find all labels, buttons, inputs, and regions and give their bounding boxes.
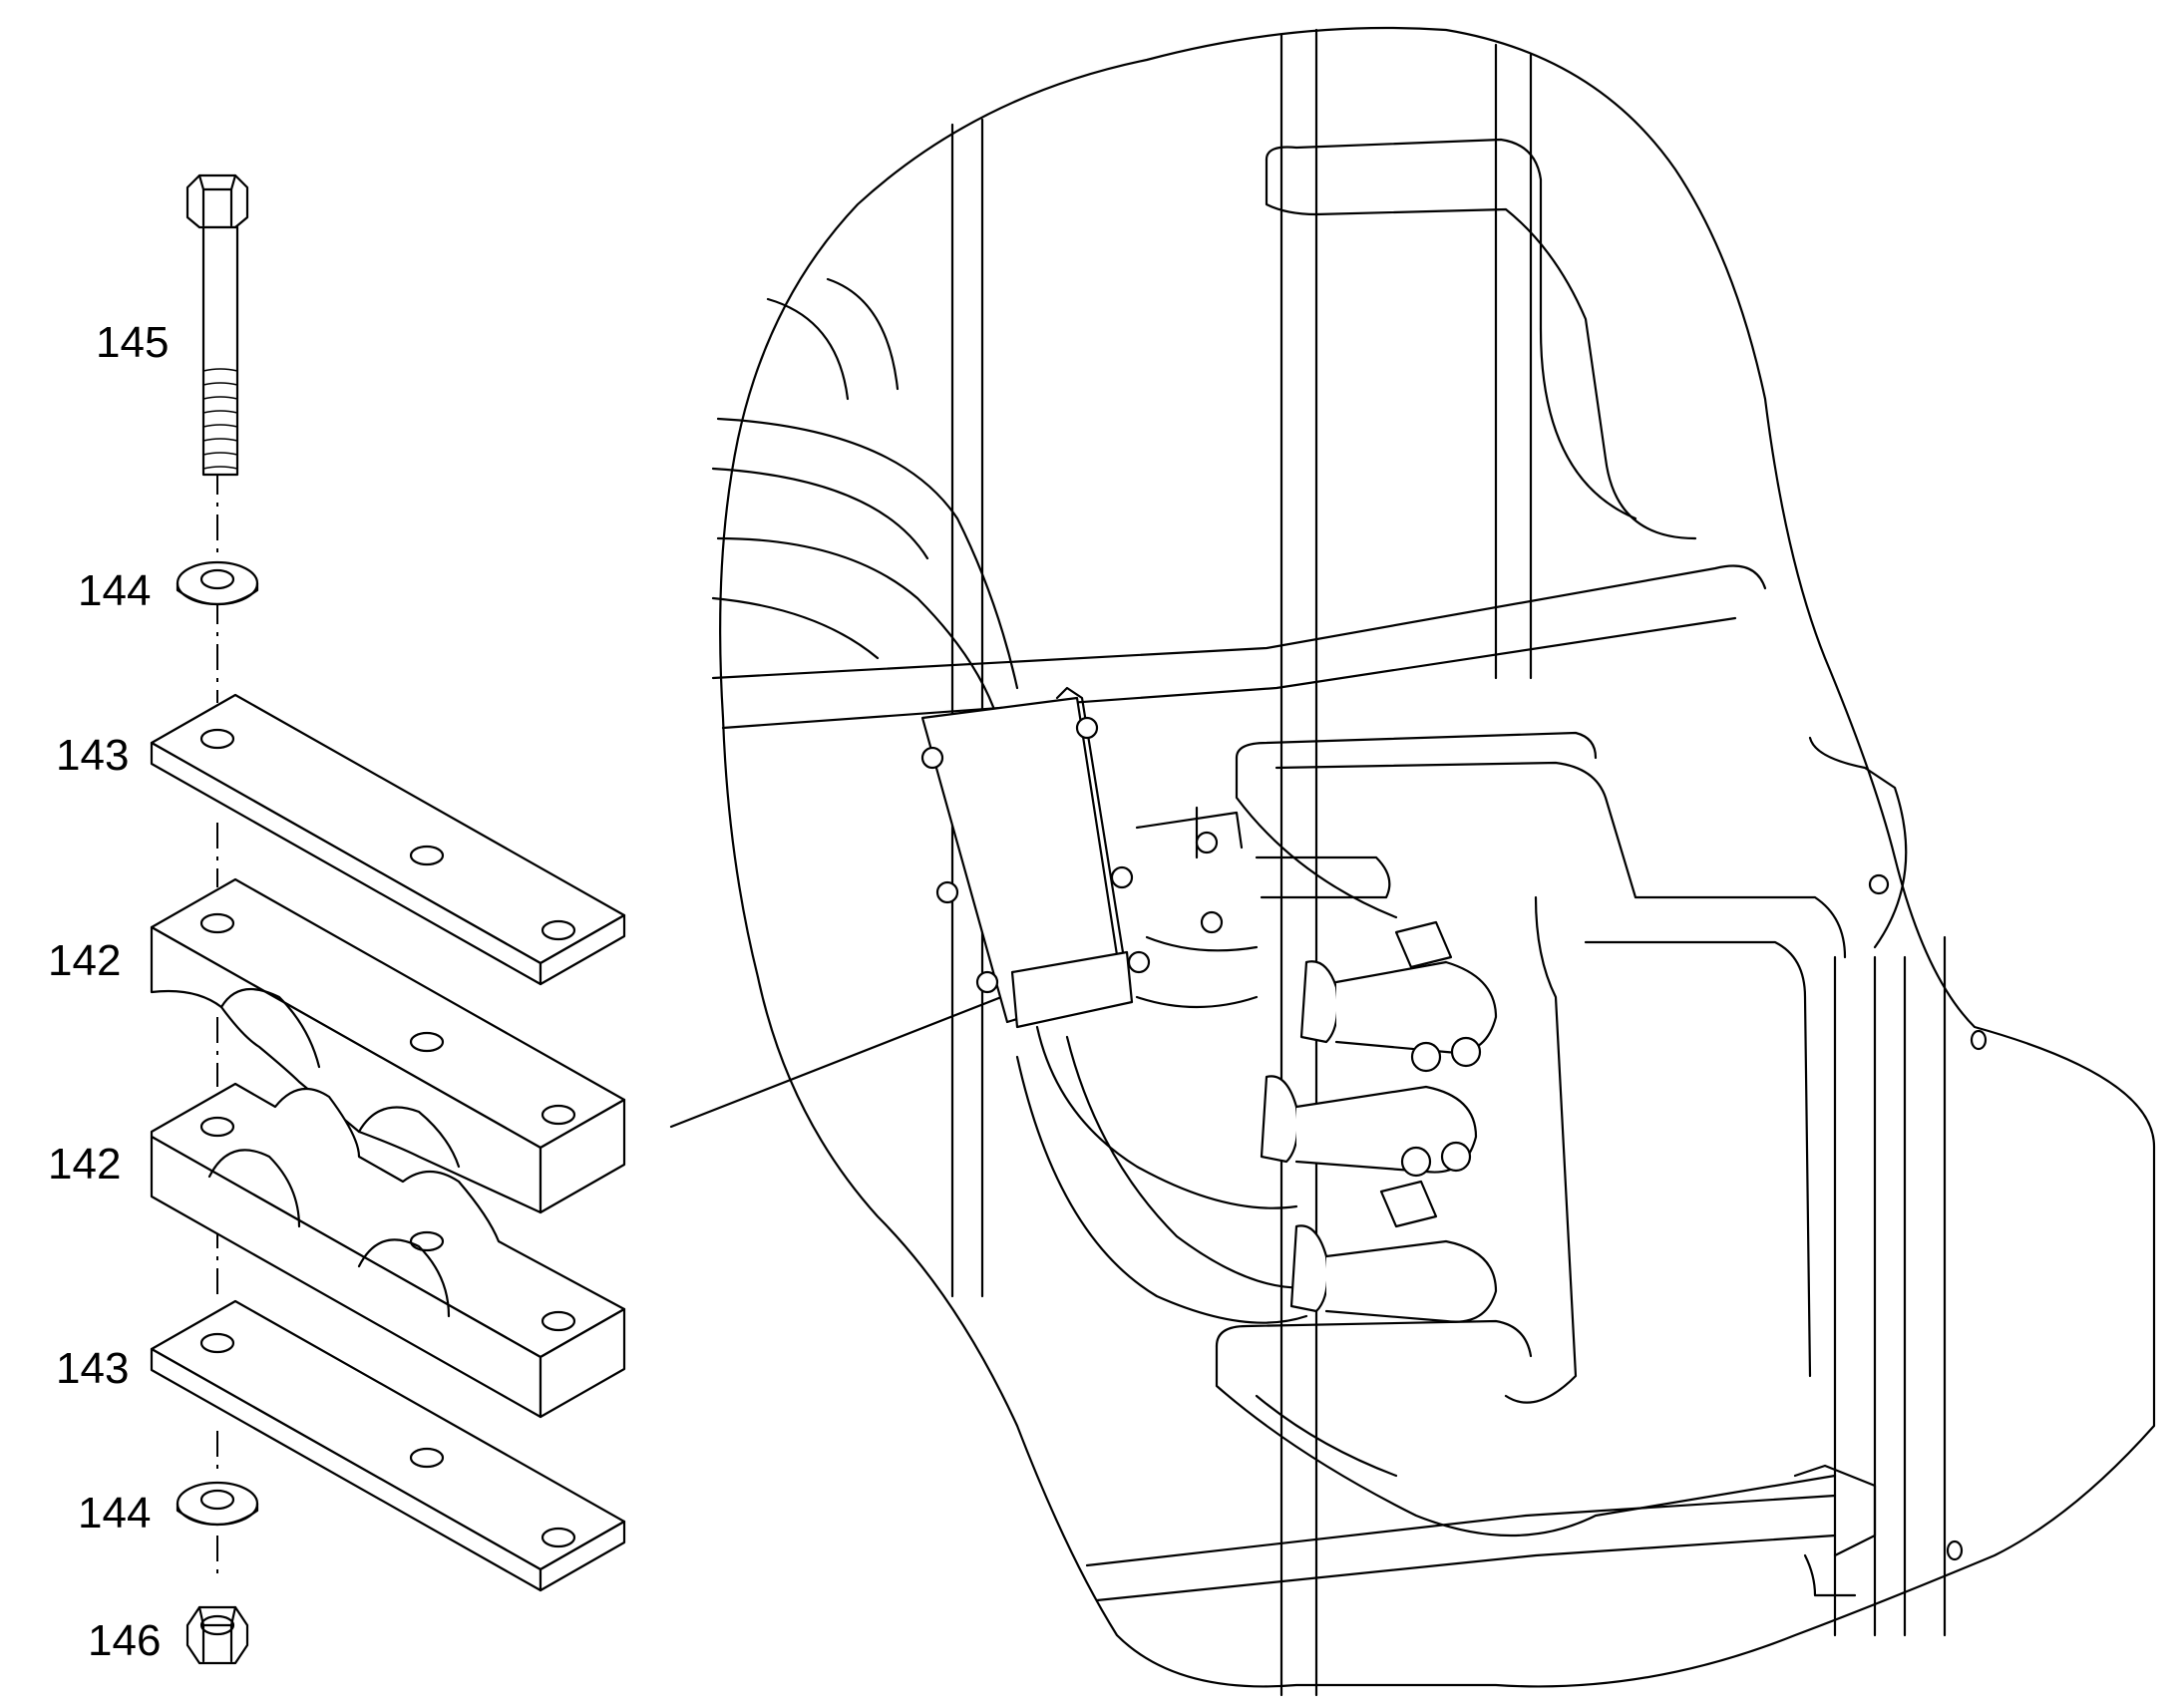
washer-144-bottom <box>176 1481 259 1527</box>
lower-handrail <box>1215 1319 1837 1537</box>
hoses-lower <box>1015 935 1318 1324</box>
part-label: 144 <box>78 566 151 615</box>
part-label: 143 <box>56 731 129 780</box>
part-label: 146 <box>88 1616 161 1665</box>
hoses-upper <box>711 277 1019 720</box>
washer-144-top <box>176 560 259 606</box>
part-label: 143 <box>56 1344 129 1393</box>
cover-plate-143-bottom <box>150 1299 626 1592</box>
panel-holes <box>1946 1029 1988 1561</box>
part-label: 142 <box>48 936 121 985</box>
bottom-bars <box>1085 1464 1877 1602</box>
installed-view-detail <box>711 26 2156 1697</box>
part-label: 144 <box>78 1489 151 1537</box>
leader-line <box>669 975 1054 1129</box>
exploded-assembly: 145 144 143 142 142 143 144 146 <box>48 173 626 1665</box>
bolt-145 <box>185 173 249 477</box>
cover-plate-143-top <box>150 693 626 986</box>
valve-block <box>1135 806 1391 934</box>
clamp-half-142-lower <box>150 1082 626 1419</box>
clamp-half-142-upper <box>150 877 626 1214</box>
upper-handrail <box>1265 138 1697 540</box>
hose-fittings <box>1260 920 1498 1323</box>
horizontal-rail <box>711 564 1767 730</box>
part-label: 142 <box>48 1140 121 1189</box>
nut-146 <box>185 1605 249 1665</box>
right-side-loops <box>1235 731 1908 1404</box>
part-label: 145 <box>96 318 169 367</box>
detail-outline <box>719 26 2156 1688</box>
installed-clamp <box>920 686 1151 1029</box>
